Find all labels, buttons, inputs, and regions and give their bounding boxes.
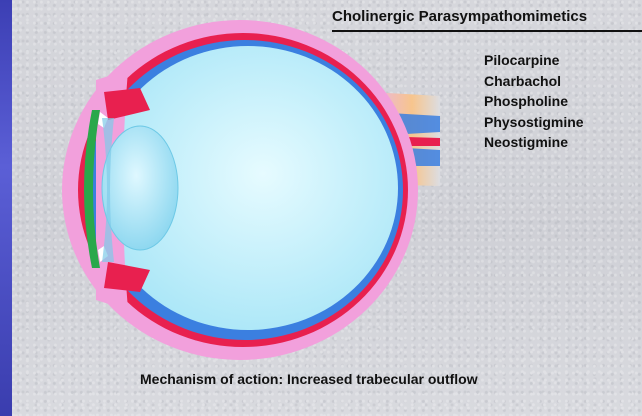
- list-item: Pilocarpine: [484, 50, 584, 71]
- list-item: Physostigmine: [484, 112, 584, 133]
- list-item: Phospholine: [484, 91, 584, 112]
- list-item: Charbachol: [484, 71, 584, 92]
- title-underline: [332, 30, 642, 32]
- page-title: Cholinergic Parasympathomimetics: [332, 8, 642, 25]
- drug-list: Pilocarpine Charbachol Phospholine Physo…: [484, 50, 584, 153]
- mechanism-caption: Mechanism of action: Increased trabecula…: [140, 371, 600, 387]
- lens: [102, 126, 178, 250]
- list-item: Neostigmine: [484, 132, 584, 153]
